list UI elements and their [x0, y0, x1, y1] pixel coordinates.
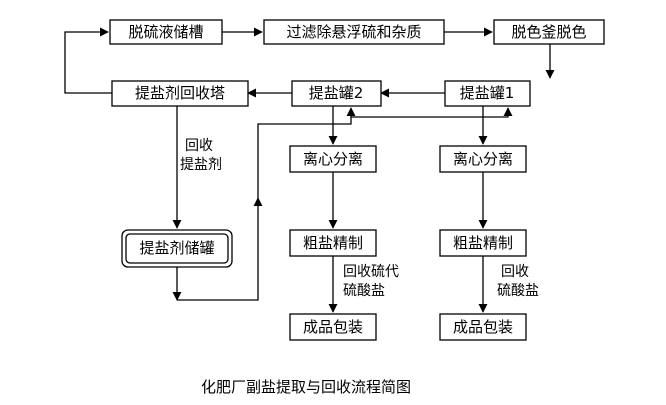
node-refine-right	[439, 229, 527, 257]
flow-edges	[64, 27, 555, 313]
node-text-package-left: 成品包装	[303, 318, 363, 336]
node-decolorization	[493, 19, 605, 45]
node-centrifuge-right	[439, 145, 527, 173]
label-recover-agent-line2: 提盐剂	[180, 157, 222, 173]
node-text-refine-left: 粗盐精制	[303, 234, 363, 252]
node-text-package-right: 成品包装	[453, 318, 513, 336]
node-extraction-tank-2	[291, 80, 382, 107]
node-filtration	[263, 19, 445, 45]
node-text-agent-storage: 提盐剂储罐	[139, 239, 214, 257]
node-agent-recovery-tower	[111, 80, 249, 107]
node-package-right	[439, 313, 527, 341]
label-thiosulfate-line1: 回收硫代	[343, 264, 399, 280]
label-sulfate-line2: 硫酸盐	[497, 283, 539, 299]
node-text-recovery-tower: 提盐剂回收塔	[135, 84, 225, 102]
node-package-left	[289, 313, 377, 341]
node-text-storage: 脱硫液储槽	[128, 23, 203, 41]
node-agent-storage-tank-inner	[125, 233, 229, 264]
node-text-tank-1: 提盐罐1	[460, 84, 515, 102]
edge-agent-return	[177, 197, 263, 301]
diagram-caption: 化肥厂副盐提取与回收流程简图	[201, 378, 411, 396]
edge-return-to-tank2	[257, 107, 356, 198]
node-text-tank-2: 提盐罐2	[309, 84, 364, 102]
edge-return-to-tank1	[351, 107, 513, 118]
edge-recovery-to-storage	[64, 27, 112, 94]
label-recover-agent-line1: 回收	[185, 138, 213, 154]
node-refine-left	[289, 229, 377, 257]
node-desulfurization-storage	[109, 19, 223, 45]
node-centrifuge-left	[289, 145, 377, 173]
node-text-filtration: 过滤除悬浮硫和杂质	[286, 23, 421, 41]
label-sulfate-line1: 回收	[501, 264, 529, 280]
node-text-decolorization: 脱色釜脱色	[511, 23, 586, 41]
label-thiosulfate-line2: 硫酸盐	[343, 283, 385, 299]
side-labels: 回收 提盐剂 回收硫代 硫酸盐 回收 硫酸盐	[180, 138, 539, 299]
node-labels: 脱硫液储槽 过滤除悬浮硫和杂质 脱色釜脱色 提盐剂回收塔 提盐罐2 提盐罐1 离…	[128, 23, 586, 336]
node-extraction-tank-1	[444, 80, 531, 107]
flow-nodes	[109, 19, 605, 341]
node-text-centrifuge-left: 离心分离	[303, 150, 363, 168]
node-text-centrifuge-right: 离心分离	[453, 150, 513, 168]
node-text-refine-right: 粗盐精制	[453, 234, 513, 252]
